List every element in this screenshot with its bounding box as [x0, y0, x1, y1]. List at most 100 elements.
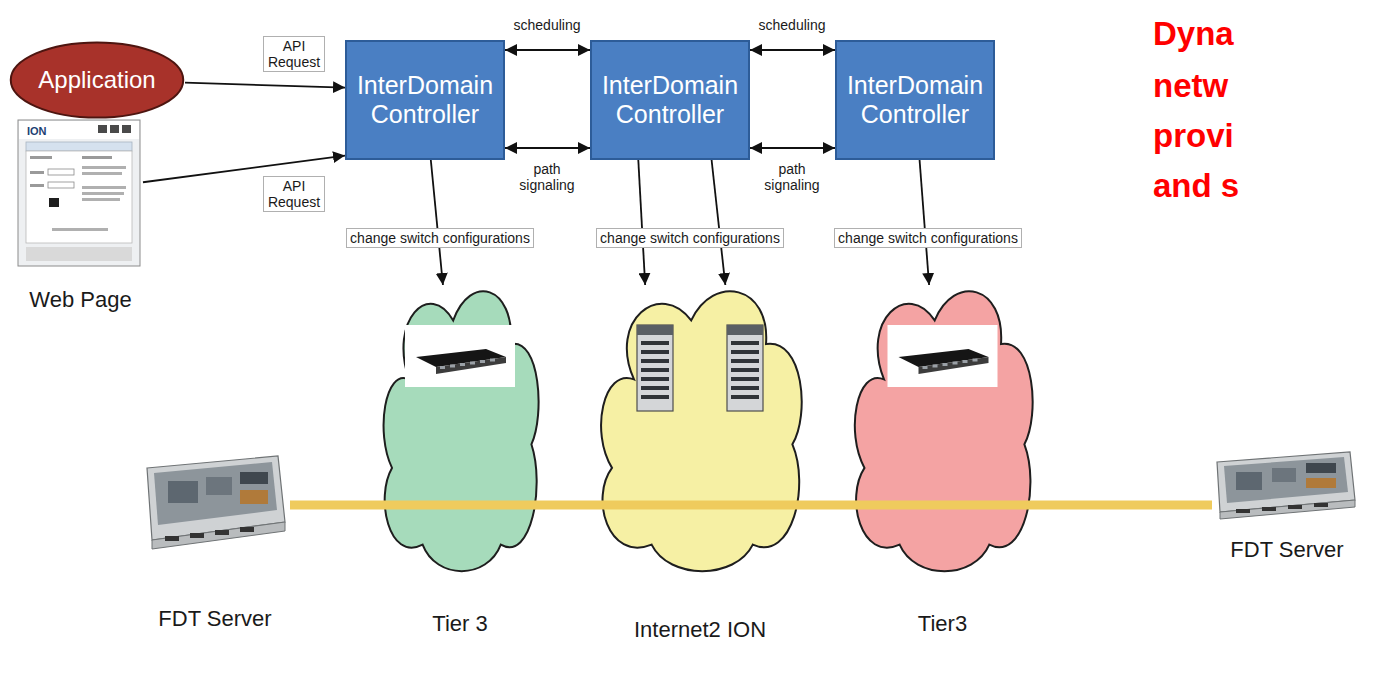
- edge-label: API Request: [263, 36, 325, 72]
- switch-port: [470, 362, 475, 365]
- data-path-segment: [590, 501, 810, 510]
- network-cloud: Tier3: [845, 285, 1040, 637]
- data-path: [1040, 501, 1212, 510]
- screenshot-frame: [18, 120, 140, 266]
- server-front: [1220, 500, 1355, 519]
- fdt-server-node: FDT Server: [140, 450, 290, 632]
- node-label: Application: [15, 66, 179, 94]
- screenshot-footer: [26, 247, 132, 261]
- control-arrow: [920, 160, 930, 285]
- cloud-outline: [845, 285, 1040, 580]
- controller-box: InterDomain Controller: [345, 40, 505, 160]
- router-top: [727, 325, 763, 335]
- switch-front: [919, 357, 989, 374]
- network-cloud: Tier 3: [375, 285, 545, 637]
- server-drive: [215, 530, 229, 535]
- screenshot-button: [49, 198, 59, 207]
- cloud-shape: [601, 291, 802, 571]
- data-path: [545, 501, 590, 510]
- screenshot-line: [82, 156, 112, 159]
- router-card: [731, 359, 759, 363]
- switch-port: [480, 360, 485, 363]
- control-arrow: [505, 147, 590, 149]
- network-device: [637, 325, 763, 411]
- switch-port: [953, 362, 958, 365]
- edge-label: change switch configurations: [596, 228, 784, 248]
- router-top: [637, 325, 673, 335]
- control-arrow: [712, 160, 726, 285]
- server-picture: [1217, 452, 1355, 519]
- data-path-segment: [375, 501, 545, 510]
- server-drive: [1236, 509, 1250, 513]
- edge-label: scheduling: [756, 16, 829, 34]
- server-interior: [154, 462, 277, 525]
- screenshot-field: [48, 169, 74, 175]
- screenshot-line: [30, 171, 44, 174]
- network-device: [888, 325, 998, 387]
- screenshot-nav: [110, 125, 119, 133]
- data-path: [810, 501, 845, 510]
- router-card: [731, 377, 759, 381]
- switch-port: [450, 365, 455, 368]
- router-card: [641, 341, 669, 345]
- control-arrow: [505, 49, 590, 51]
- edge-label: path signaling: [755, 160, 829, 194]
- web-page-screenshot: [18, 120, 140, 266]
- application-ellipse: Application: [9, 40, 185, 120]
- server-fan: [1306, 463, 1336, 473]
- router-card: [641, 395, 669, 399]
- logo-text: ION: [27, 125, 47, 137]
- node-label: InterDomain Controller: [845, 71, 985, 129]
- switch-port: [943, 363, 948, 366]
- server-drive: [1262, 507, 1276, 511]
- router-card: [731, 386, 759, 390]
- edge-label: change switch configurations: [346, 228, 534, 248]
- fdt-server-node: FDT Server: [1212, 445, 1362, 563]
- server-picture: [147, 456, 285, 549]
- node-label: Tier 3: [375, 611, 545, 637]
- controller-box: InterDomain Controller: [835, 40, 995, 160]
- router-card: [641, 386, 669, 390]
- switch-port: [460, 363, 465, 366]
- server-drive: [240, 527, 254, 532]
- control-arrow: [431, 160, 443, 285]
- router-card: [641, 359, 669, 363]
- slide-heading-fragment: Dyna: [1153, 14, 1234, 54]
- switch-port: [923, 366, 928, 369]
- screenshot-line: [82, 186, 126, 189]
- screenshot-header: [19, 121, 139, 139]
- router-card: [731, 350, 759, 354]
- switch-port: [440, 366, 445, 369]
- screenshot-line: [30, 156, 52, 159]
- router-chassis: [637, 325, 673, 411]
- edge-label: path signaling: [510, 160, 584, 194]
- cloud-outline: [375, 285, 545, 580]
- switch-backing: [405, 325, 515, 387]
- controller-box: InterDomain Controller: [590, 40, 750, 160]
- server-fan: [240, 472, 268, 484]
- router-card: [731, 368, 759, 372]
- screenshot-line: [82, 172, 122, 175]
- router-card: [731, 395, 759, 399]
- cloud-outline: [590, 285, 810, 580]
- control-arrow: [750, 147, 835, 149]
- screenshot-nav: [122, 125, 131, 133]
- router-card: [641, 368, 669, 372]
- screenshot-tabs: [26, 142, 132, 151]
- router-card: [731, 341, 759, 345]
- server-interior: [1224, 457, 1348, 503]
- control-arrow: [638, 160, 645, 285]
- server-drive: [165, 536, 179, 541]
- server-part: [206, 477, 232, 495]
- cloud-shape: [384, 291, 539, 571]
- screenshot-panel: [26, 151, 132, 243]
- screenshot-line: [52, 228, 108, 231]
- screenshot-field: [48, 182, 74, 188]
- router-card: [641, 350, 669, 354]
- slide-heading-fragment: netw: [1153, 66, 1228, 106]
- switch-backing: [888, 325, 998, 387]
- node-label: FDT Server: [140, 606, 290, 632]
- node-label: InterDomain Controller: [600, 71, 740, 129]
- router-chassis: [727, 325, 763, 411]
